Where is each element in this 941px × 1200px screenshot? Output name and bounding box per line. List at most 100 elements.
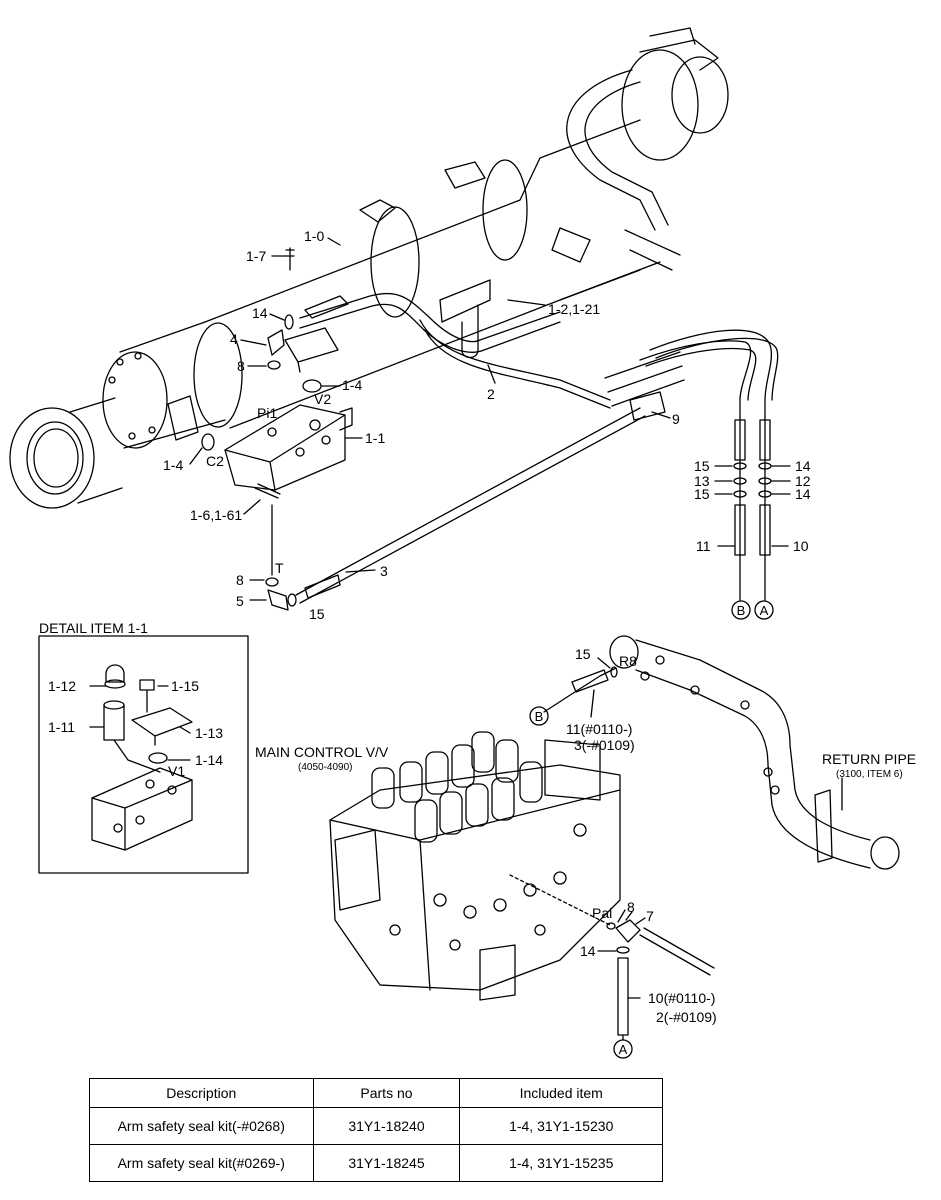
callout-2: 2: [487, 386, 495, 402]
callout-v2: V2: [314, 391, 331, 407]
o-ring: [733, 477, 747, 485]
hose-fittings-lower: [734, 504, 771, 556]
detail-callout-1-12: 1-12: [48, 678, 76, 694]
hose-a-inner: [655, 337, 779, 401]
valve-stem: [339, 407, 353, 431]
leader: [617, 909, 646, 925]
callout-t: T: [275, 560, 284, 576]
spool-cap: [425, 751, 449, 795]
cylinder-head-body: [119, 321, 226, 449]
barrel-band: [370, 206, 420, 318]
port: [167, 785, 177, 795]
hose-b-inner: [645, 347, 757, 401]
valve-hardware: [201, 247, 349, 611]
leader: [771, 465, 791, 547]
callout-8c: 8: [627, 899, 635, 915]
bolt: [108, 376, 116, 384]
callout-c2: C2: [206, 453, 224, 469]
o-ring-1-14: [148, 752, 168, 764]
callout-1-4b: 1-4: [163, 457, 183, 473]
cell-description: Arm safety seal kit(-#0268): [89, 1107, 314, 1145]
leader: [507, 299, 546, 306]
o-ring-14d: [616, 946, 630, 954]
head-port-block: [167, 395, 199, 441]
port: [449, 939, 461, 951]
return-pipe-bracket: [814, 789, 833, 863]
pipe-2-inner: [424, 329, 611, 409]
rod-eye-bore: [33, 428, 79, 488]
bracket: [359, 199, 396, 223]
elbow-4: [267, 329, 285, 356]
callout-8b: 8: [236, 572, 244, 588]
bolt-1-7: [285, 247, 295, 271]
leader-lines: [89, 237, 843, 999]
connector-b-lower: [529, 706, 549, 726]
o-ring-8b: [265, 577, 279, 587]
arm-cylinder: [9, 27, 729, 509]
return-pipe-outlet: [870, 836, 900, 870]
table-header-row: Description Parts no Included item: [89, 1078, 663, 1108]
plate-1-13: [131, 707, 193, 746]
callout-5: 5: [236, 593, 244, 609]
u-bolt-clamp: [461, 304, 479, 359]
header-parts-no: Parts no: [312, 1078, 461, 1108]
port: [534, 924, 546, 936]
callout-1-7: 1-7: [246, 248, 266, 264]
o-ring-15d: [610, 666, 618, 678]
port: [573, 823, 587, 837]
header-description: Description: [89, 1078, 314, 1108]
callout-15: 15: [309, 606, 325, 622]
valve-body: [224, 404, 346, 491]
tail-fittings: [624, 229, 681, 271]
bolt: [148, 426, 156, 434]
hose-3: [295, 407, 641, 596]
detail-callout-1-11: 1-11: [48, 719, 75, 735]
spool-cap: [471, 731, 495, 773]
callout-14d: 14: [580, 943, 596, 959]
rod-eye-inner: [26, 421, 84, 495]
port: [463, 905, 477, 919]
return-pipe-bottom: [635, 669, 871, 869]
return-pipe-title: RETURN PIPE: [822, 751, 916, 767]
port: [309, 419, 321, 431]
fitting: [690, 685, 700, 695]
o-ring-8c: [606, 922, 616, 930]
callout-11-lower: 11(#0110-): [566, 721, 632, 737]
detail-callout-1-15: 1-15: [171, 678, 199, 694]
o-ring: [733, 490, 747, 498]
gland-flange: [193, 322, 243, 428]
cylinder-barrel: [204, 157, 641, 429]
spool-cap: [451, 744, 475, 788]
return-pipe: [609, 635, 900, 870]
detail-callout-v1: V1: [168, 763, 185, 779]
valve-edges: [224, 414, 346, 491]
mcv-subtitle: (4050-4090): [298, 762, 352, 773]
detail-title: DETAIL ITEM 1-1: [39, 620, 148, 636]
leader: [590, 689, 595, 718]
callout-9: 9: [672, 411, 680, 427]
port: [267, 427, 277, 437]
leader: [189, 447, 203, 465]
bolt: [128, 432, 136, 440]
mcv-title: MAIN CONTROL V/V: [255, 744, 389, 760]
callout-11: 11: [696, 538, 711, 554]
hose-fitting: [304, 295, 349, 319]
port: [389, 924, 401, 936]
spool-cap: [491, 777, 515, 821]
mcv-side-plate: [334, 829, 381, 911]
leader: [327, 237, 341, 246]
callout-3: 3: [380, 563, 388, 579]
parts-kit-table: Description Parts no Included item Arm s…: [89, 1078, 663, 1182]
pipe-out: [639, 927, 715, 976]
callout-15c: 15: [694, 486, 710, 502]
spool-cap: [495, 739, 519, 783]
table-row: Arm safety seal kit(#0269-) 31Y1-18245 1…: [89, 1144, 663, 1182]
o-ring-15: [287, 593, 297, 607]
spool-cap: [465, 783, 489, 827]
tail-eye-housing: [621, 49, 699, 161]
callout-14c: 14: [795, 486, 811, 502]
barrel-band: [482, 159, 528, 261]
fitting: [640, 671, 650, 681]
spool-cap: [371, 767, 395, 809]
return-pipe-subtitle: (3100, ITEM 6): [836, 769, 903, 780]
